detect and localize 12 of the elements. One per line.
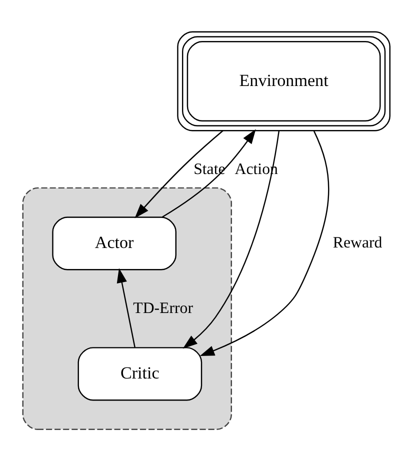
arrow <box>182 130 280 349</box>
edge-label: Reward <box>332 234 382 252</box>
cluster <box>22 187 232 430</box>
edge-label: State <box>194 160 226 178</box>
node-box: Environment <box>177 31 390 132</box>
arrow <box>162 129 256 218</box>
arrow <box>134 130 224 218</box>
node-box: Actor <box>52 216 176 270</box>
edge-label: TD-Error <box>133 300 194 317</box>
arrow <box>200 130 330 356</box>
node-box: Critic <box>78 347 202 401</box>
arrow <box>116 268 136 348</box>
